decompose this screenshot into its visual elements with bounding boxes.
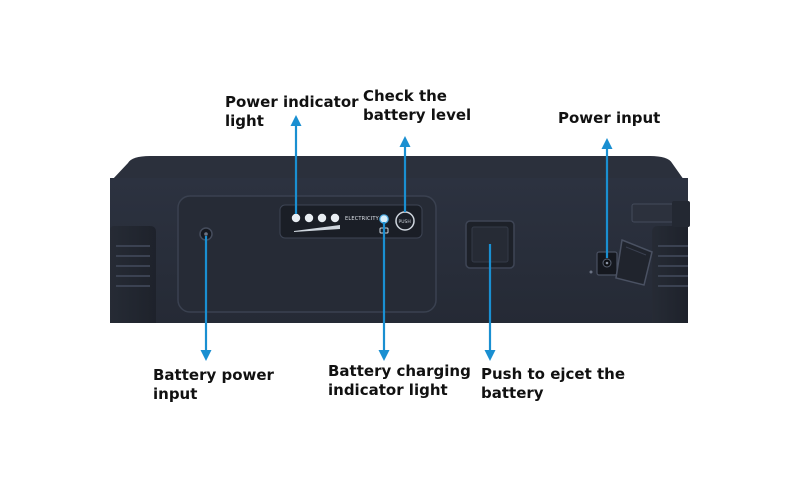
led-1 <box>291 213 301 223</box>
side-latch <box>631 203 675 223</box>
right-grip <box>652 226 688 323</box>
led-3 <box>317 213 327 223</box>
top-cover <box>112 156 684 180</box>
check-button-text: PUSH <box>399 219 411 225</box>
label-charging-light: Battery charging indicator light <box>328 362 471 399</box>
charge-led <box>379 214 389 224</box>
check-battery-button[interactable] <box>395 211 415 231</box>
label-eject: Push to ejcet the battery <box>481 365 625 402</box>
led-4 <box>330 213 340 223</box>
indicator-panel: ELECTRICITY PUSH <box>279 204 423 239</box>
port-cover-flap[interactable] <box>615 238 653 286</box>
eject-button[interactable] <box>465 220 515 269</box>
level-bar <box>294 225 340 232</box>
label-check-battery: Check the battery level <box>363 87 472 124</box>
side-clip <box>672 201 690 227</box>
label-power-input: Power input <box>558 109 661 127</box>
panel-text: ELECTRICITY <box>345 216 380 222</box>
label-power-indicator: Power indicator light <box>225 93 359 130</box>
power-input-port[interactable] <box>596 251 618 276</box>
left-grip <box>110 226 156 323</box>
label-battery-power-input: Battery power input <box>153 366 274 403</box>
led-2 <box>304 213 314 223</box>
